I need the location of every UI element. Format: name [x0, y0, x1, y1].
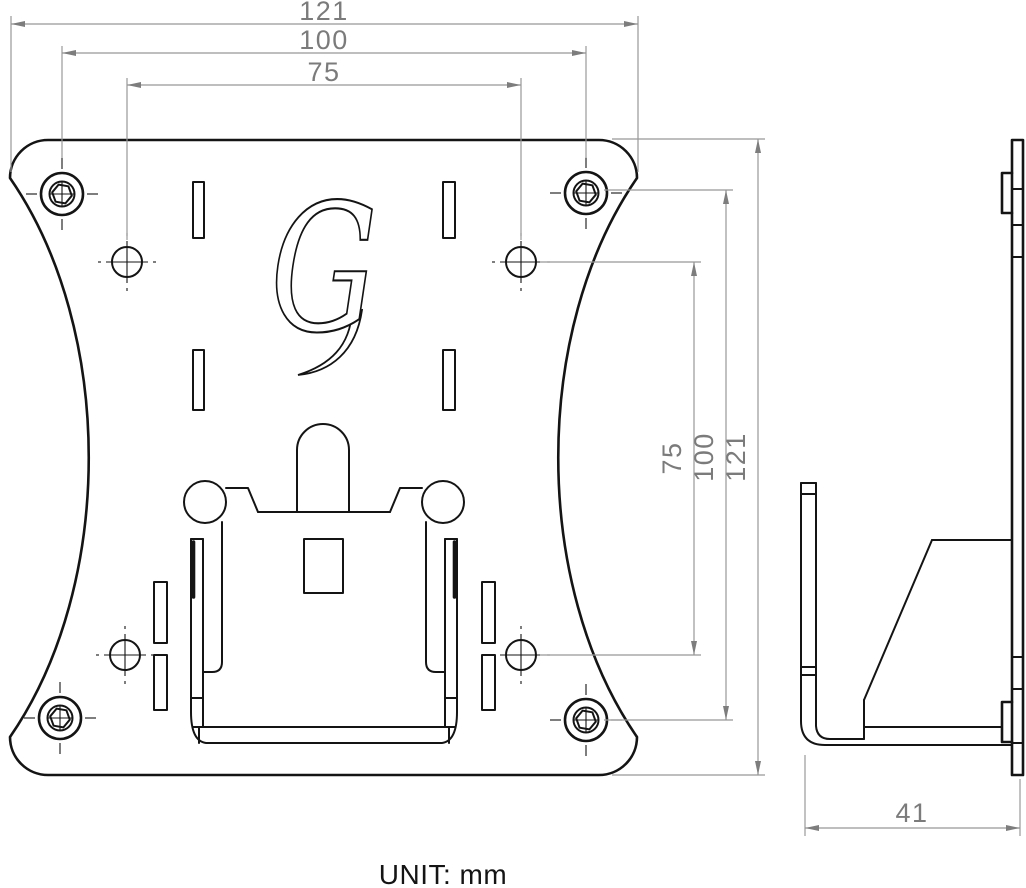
dim-width-outer: 121 [10, 0, 639, 172]
side-view [800, 138, 1025, 777]
logo-tail [297, 308, 364, 376]
vent-slots [153, 181, 496, 711]
dim-label-75-right: 75 [657, 441, 687, 474]
hole-bottom-left [95, 625, 155, 685]
dim-label-121-top: 121 [299, 0, 349, 26]
side-screw-boss-bottom [1000, 700, 1014, 744]
dimensions: 121 100 75 75 [10, 0, 1021, 836]
screw-top-right [548, 155, 624, 231]
logo-letter: G [270, 166, 377, 372]
side-screw-boss-top [1000, 171, 1014, 215]
dim-label-100-right: 100 [689, 432, 719, 482]
unit-label: UNIT: mm [379, 859, 507, 888]
dim-label-75-top: 75 [307, 57, 340, 87]
dim-height-vesa100: 100 [604, 189, 733, 721]
side-plate-section-lines [1011, 188, 1024, 744]
dim-label-41: 41 [895, 798, 928, 828]
latch-window [303, 538, 344, 594]
screw-top-left [24, 156, 100, 232]
dim-depth: 41 [804, 755, 1021, 836]
side-wall-plate [1010, 138, 1025, 777]
dim-label-121-right: 121 [721, 432, 751, 482]
plate-outline [8, 138, 639, 777]
dim-width-vesa75: 75 [126, 57, 522, 240]
dim-height-vesa75: 75 [540, 261, 701, 656]
side-hook-profile [800, 482, 1013, 746]
hole-top-left [97, 232, 157, 292]
latch-assembly [183, 423, 465, 744]
front-view: G [8, 138, 639, 777]
dim-label-100-top: 100 [299, 25, 349, 55]
dim-height-outer: 121 [612, 138, 765, 776]
side-gusset-diagonal [863, 539, 933, 701]
brand-logo: G [269, 165, 379, 376]
dim-width-vesa100: 100 [61, 25, 587, 158]
